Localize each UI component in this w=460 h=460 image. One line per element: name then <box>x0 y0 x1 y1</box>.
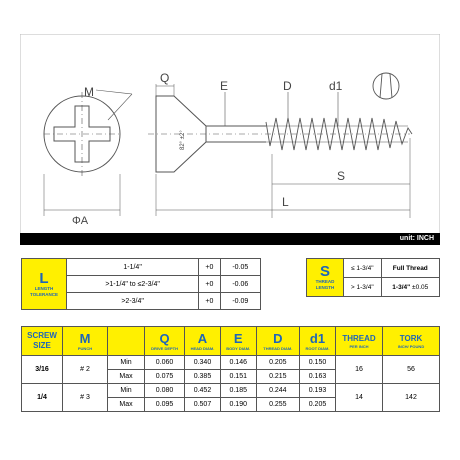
cut-point-detail <box>372 72 400 100</box>
d1-cell: 0.150 <box>298 355 337 370</box>
thread-length-letter: S <box>319 263 330 280</box>
e-cell: 0.190 <box>219 397 257 412</box>
label-s: S <box>337 169 345 183</box>
table-row: S THREAD LENGTH ≤ 1-3/4" Full Thread <box>306 258 441 297</box>
table-row: 3/16 # 2 Min 0.060 0.340 0.146 0.205 0.1… <box>21 355 440 384</box>
header-screw-size: SCREW SIZE <box>21 326 63 356</box>
range-cell: >2-3/4" <box>65 292 200 310</box>
value-cell: 1-3/4" ±0.05 <box>380 277 441 297</box>
label-angle: 82° ±2° <box>180 130 186 150</box>
length-tolerance-table: L LENGTH TOLERANCE 1-1/4" +0 -0.05 >1-1/… <box>21 258 262 310</box>
table-row: > 1-3/4" 1-3/4" ±0.05 <box>307 277 441 297</box>
label-d: D <box>283 79 292 93</box>
minus-cell: -0.05 <box>219 258 262 276</box>
length-caption: LENGTH TOLERANCE <box>30 285 58 297</box>
head-top-view <box>43 89 133 216</box>
e-cell: 0.151 <box>219 369 257 384</box>
d-cell: 0.205 <box>255 355 300 370</box>
thread-length-header: S THREAD LENGTH <box>306 258 344 297</box>
screw-side-view <box>148 84 410 216</box>
q-cell: 0.075 <box>143 369 186 384</box>
table-row: L LENGTH TOLERANCE 1-1/4" +0 -0.05 <box>21 258 262 310</box>
range-cell: 1-1/4" <box>65 258 200 276</box>
a-cell: 0.507 <box>184 397 221 412</box>
d-cell: 0.244 <box>255 383 300 398</box>
range-cell: ≤ 1-3/4" <box>343 258 382 278</box>
unit-label: unit: INCH <box>399 235 434 242</box>
table-row: >2-3/4" +0 -0.09 <box>22 292 262 310</box>
label-e: E <box>220 79 228 93</box>
punch-cell: # 2 <box>62 355 108 384</box>
tolerance-text: ±0.05 <box>412 283 429 291</box>
e-cell: 0.185 <box>219 383 257 398</box>
minus-cell: -0.09 <box>219 292 262 310</box>
header-blank <box>107 326 145 356</box>
thread-zone <box>156 92 413 218</box>
minmax-cell: Min <box>107 383 145 398</box>
minmax-cell: Max <box>107 369 145 384</box>
d-cell: 0.255 <box>255 397 300 412</box>
label-m: M <box>84 85 94 99</box>
label-phi-a: ΦA <box>72 215 89 227</box>
tork-cell: 142 <box>382 383 440 412</box>
label-q: Q <box>160 71 169 85</box>
range-cell: > 1-3/4" <box>343 277 382 297</box>
table-row: 1/4 # 3 Min 0.080 0.452 0.185 0.244 0.19… <box>21 383 440 412</box>
d1-cell: 0.193 <box>298 383 337 398</box>
length-letter: L <box>39 269 49 287</box>
size-cell: 3/16 <box>21 355 63 384</box>
range-cell: >1-1/4" to ≤2-3/4" <box>65 275 200 293</box>
table-row: Max 0.095 0.507 0.190 0.255 0.205 <box>22 397 440 412</box>
thread-length-caption: THREAD LENGTH <box>315 279 335 290</box>
plus-cell: +0 <box>198 292 221 310</box>
size-cell: 1/4 <box>21 383 63 412</box>
d-cell: 0.215 <box>255 369 300 384</box>
tork-cell: 56 <box>382 355 440 384</box>
d1-cell: 0.163 <box>298 369 337 384</box>
a-cell: 0.340 <box>184 355 221 370</box>
minmax-cell: Max <box>107 397 145 412</box>
thread-length-table: S THREAD LENGTH ≤ 1-3/4" Full Thread > 1… <box>306 258 441 297</box>
minmax-cell: Min <box>107 355 145 370</box>
length-tolerance-header: L LENGTH TOLERANCE <box>21 258 67 310</box>
punch-cell: # 3 <box>62 383 108 412</box>
unit-bar: unit: INCH <box>20 233 440 245</box>
plus-cell: +0 <box>198 275 221 293</box>
plus-cell: +0 <box>198 258 221 276</box>
q-cell: 0.095 <box>143 397 186 412</box>
q-cell: 0.080 <box>143 383 186 398</box>
screw-technical-drawing: M ΦA Q E D d1 S L 82° ±2° <box>20 34 440 234</box>
value-text: 1-3/4" <box>392 283 411 291</box>
e-cell: 0.146 <box>219 355 257 370</box>
q-cell: 0.060 <box>143 355 186 370</box>
thread-cell: 14 <box>335 383 383 412</box>
label-d1: d1 <box>329 79 343 93</box>
thread-cell: 16 <box>335 355 383 384</box>
a-cell: 0.385 <box>184 369 221 384</box>
a-cell: 0.452 <box>184 383 221 398</box>
value-cell: Full Thread <box>380 258 441 278</box>
minus-cell: -0.06 <box>219 275 262 293</box>
value-text: Full Thread <box>392 264 428 272</box>
d1-cell: 0.205 <box>298 397 337 412</box>
label-l: L <box>282 195 289 209</box>
